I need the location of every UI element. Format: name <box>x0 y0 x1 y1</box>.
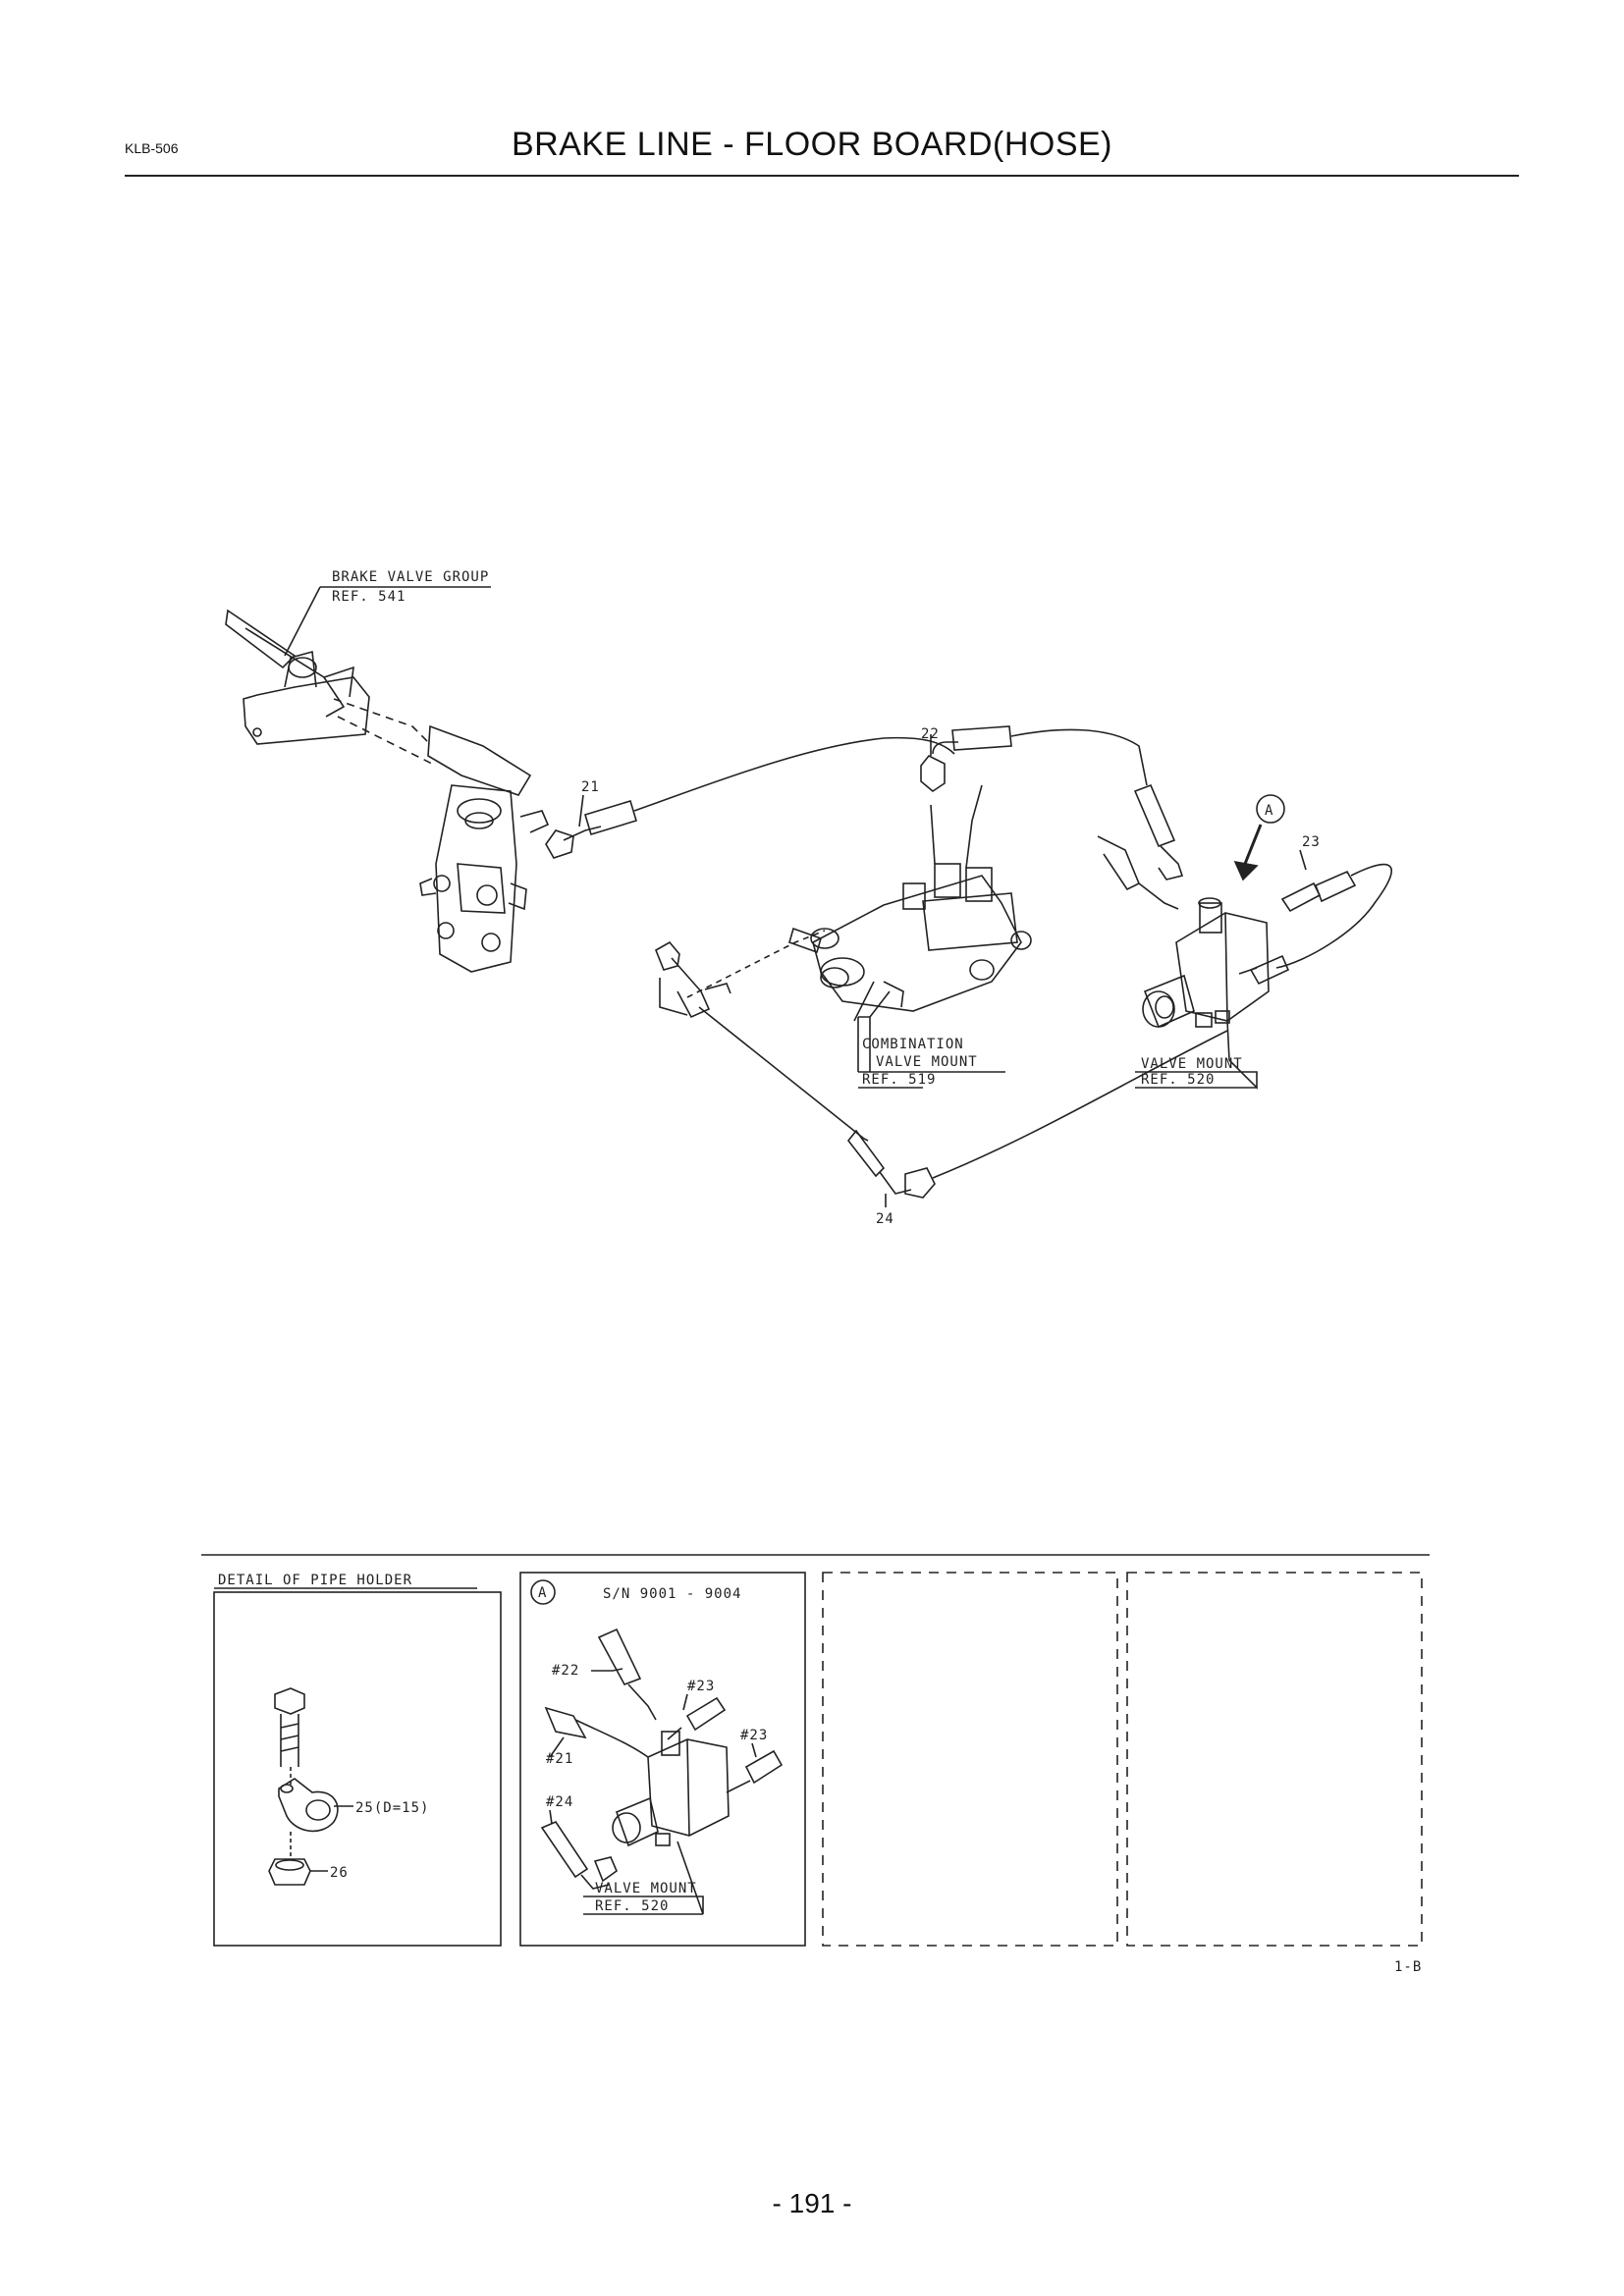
callout-24: 24 <box>876 1211 894 1227</box>
hose-21 <box>545 736 955 859</box>
combination-valve-label-1: COMBINATION <box>862 1037 964 1052</box>
sheet-code: 1-B <box>1394 1959 1422 1975</box>
hose-23 <box>1097 835 1392 986</box>
detail-a-ref: REF. 520 <box>595 1898 669 1914</box>
pipe-holder-label-25: 25(D=15) <box>355 1800 429 1816</box>
detail-a-label-23a: #23 <box>687 1679 715 1694</box>
detail-view-a-panel <box>519 1572 806 1947</box>
combination-valve-label-2: VALVE MOUNT <box>876 1054 978 1070</box>
callout-23: 23 <box>1302 834 1321 850</box>
leader-lines <box>284 586 1307 1207</box>
detail-a-serial: S/N 9001 - 9004 <box>603 1586 741 1602</box>
empty-detail-panel-2 <box>1126 1572 1423 1947</box>
valve-mount-label: VALVE MOUNT <box>1141 1056 1243 1072</box>
detail-a-valve-mount: VALVE MOUNT <box>595 1881 697 1896</box>
hose-22 <box>920 725 1184 881</box>
combination-valve-ref: REF. 519 <box>862 1072 936 1088</box>
empty-detail-panel-1 <box>822 1572 1118 1947</box>
page-number: - 191 - <box>772 2188 852 2218</box>
brake-valve-group-label: BRAKE VALVE GROUP <box>332 569 489 585</box>
brake-pedal-assembly <box>225 609 433 765</box>
combination-valve-mount <box>788 784 1032 1022</box>
detail-a-label-23b: #23 <box>740 1728 768 1743</box>
hose-24-upper <box>654 930 869 1142</box>
brake-valve-body <box>419 724 550 973</box>
callout-21: 21 <box>581 779 600 795</box>
pipe-holder-label-26: 26 <box>330 1865 349 1881</box>
hose-24-lower <box>846 1030 1228 1199</box>
brake-valve-group-ref: REF. 541 <box>332 589 406 605</box>
valve-mount-block <box>1142 897 1270 1061</box>
detail-pipe-holder-panel <box>213 1587 502 1947</box>
callout-22: 22 <box>921 726 940 742</box>
detail-a-label-22: #22 <box>552 1663 579 1679</box>
title-rule <box>125 175 1519 177</box>
view-a-marker: A <box>1265 803 1273 819</box>
page-title: BRAKE LINE - FLOOR BOARD(HOSE) <box>512 126 1112 163</box>
page-code: KLB-506 <box>125 140 179 156</box>
pipe-holder-title: DETAIL OF PIPE HOLDER <box>218 1573 412 1588</box>
detail-a-label-24: #24 <box>546 1794 573 1810</box>
valve-mount-ref: REF. 520 <box>1141 1072 1215 1088</box>
view-a-arrow <box>1233 794 1285 881</box>
detail-a-label-21: #21 <box>546 1751 573 1767</box>
detail-a-marker: A <box>538 1585 547 1601</box>
